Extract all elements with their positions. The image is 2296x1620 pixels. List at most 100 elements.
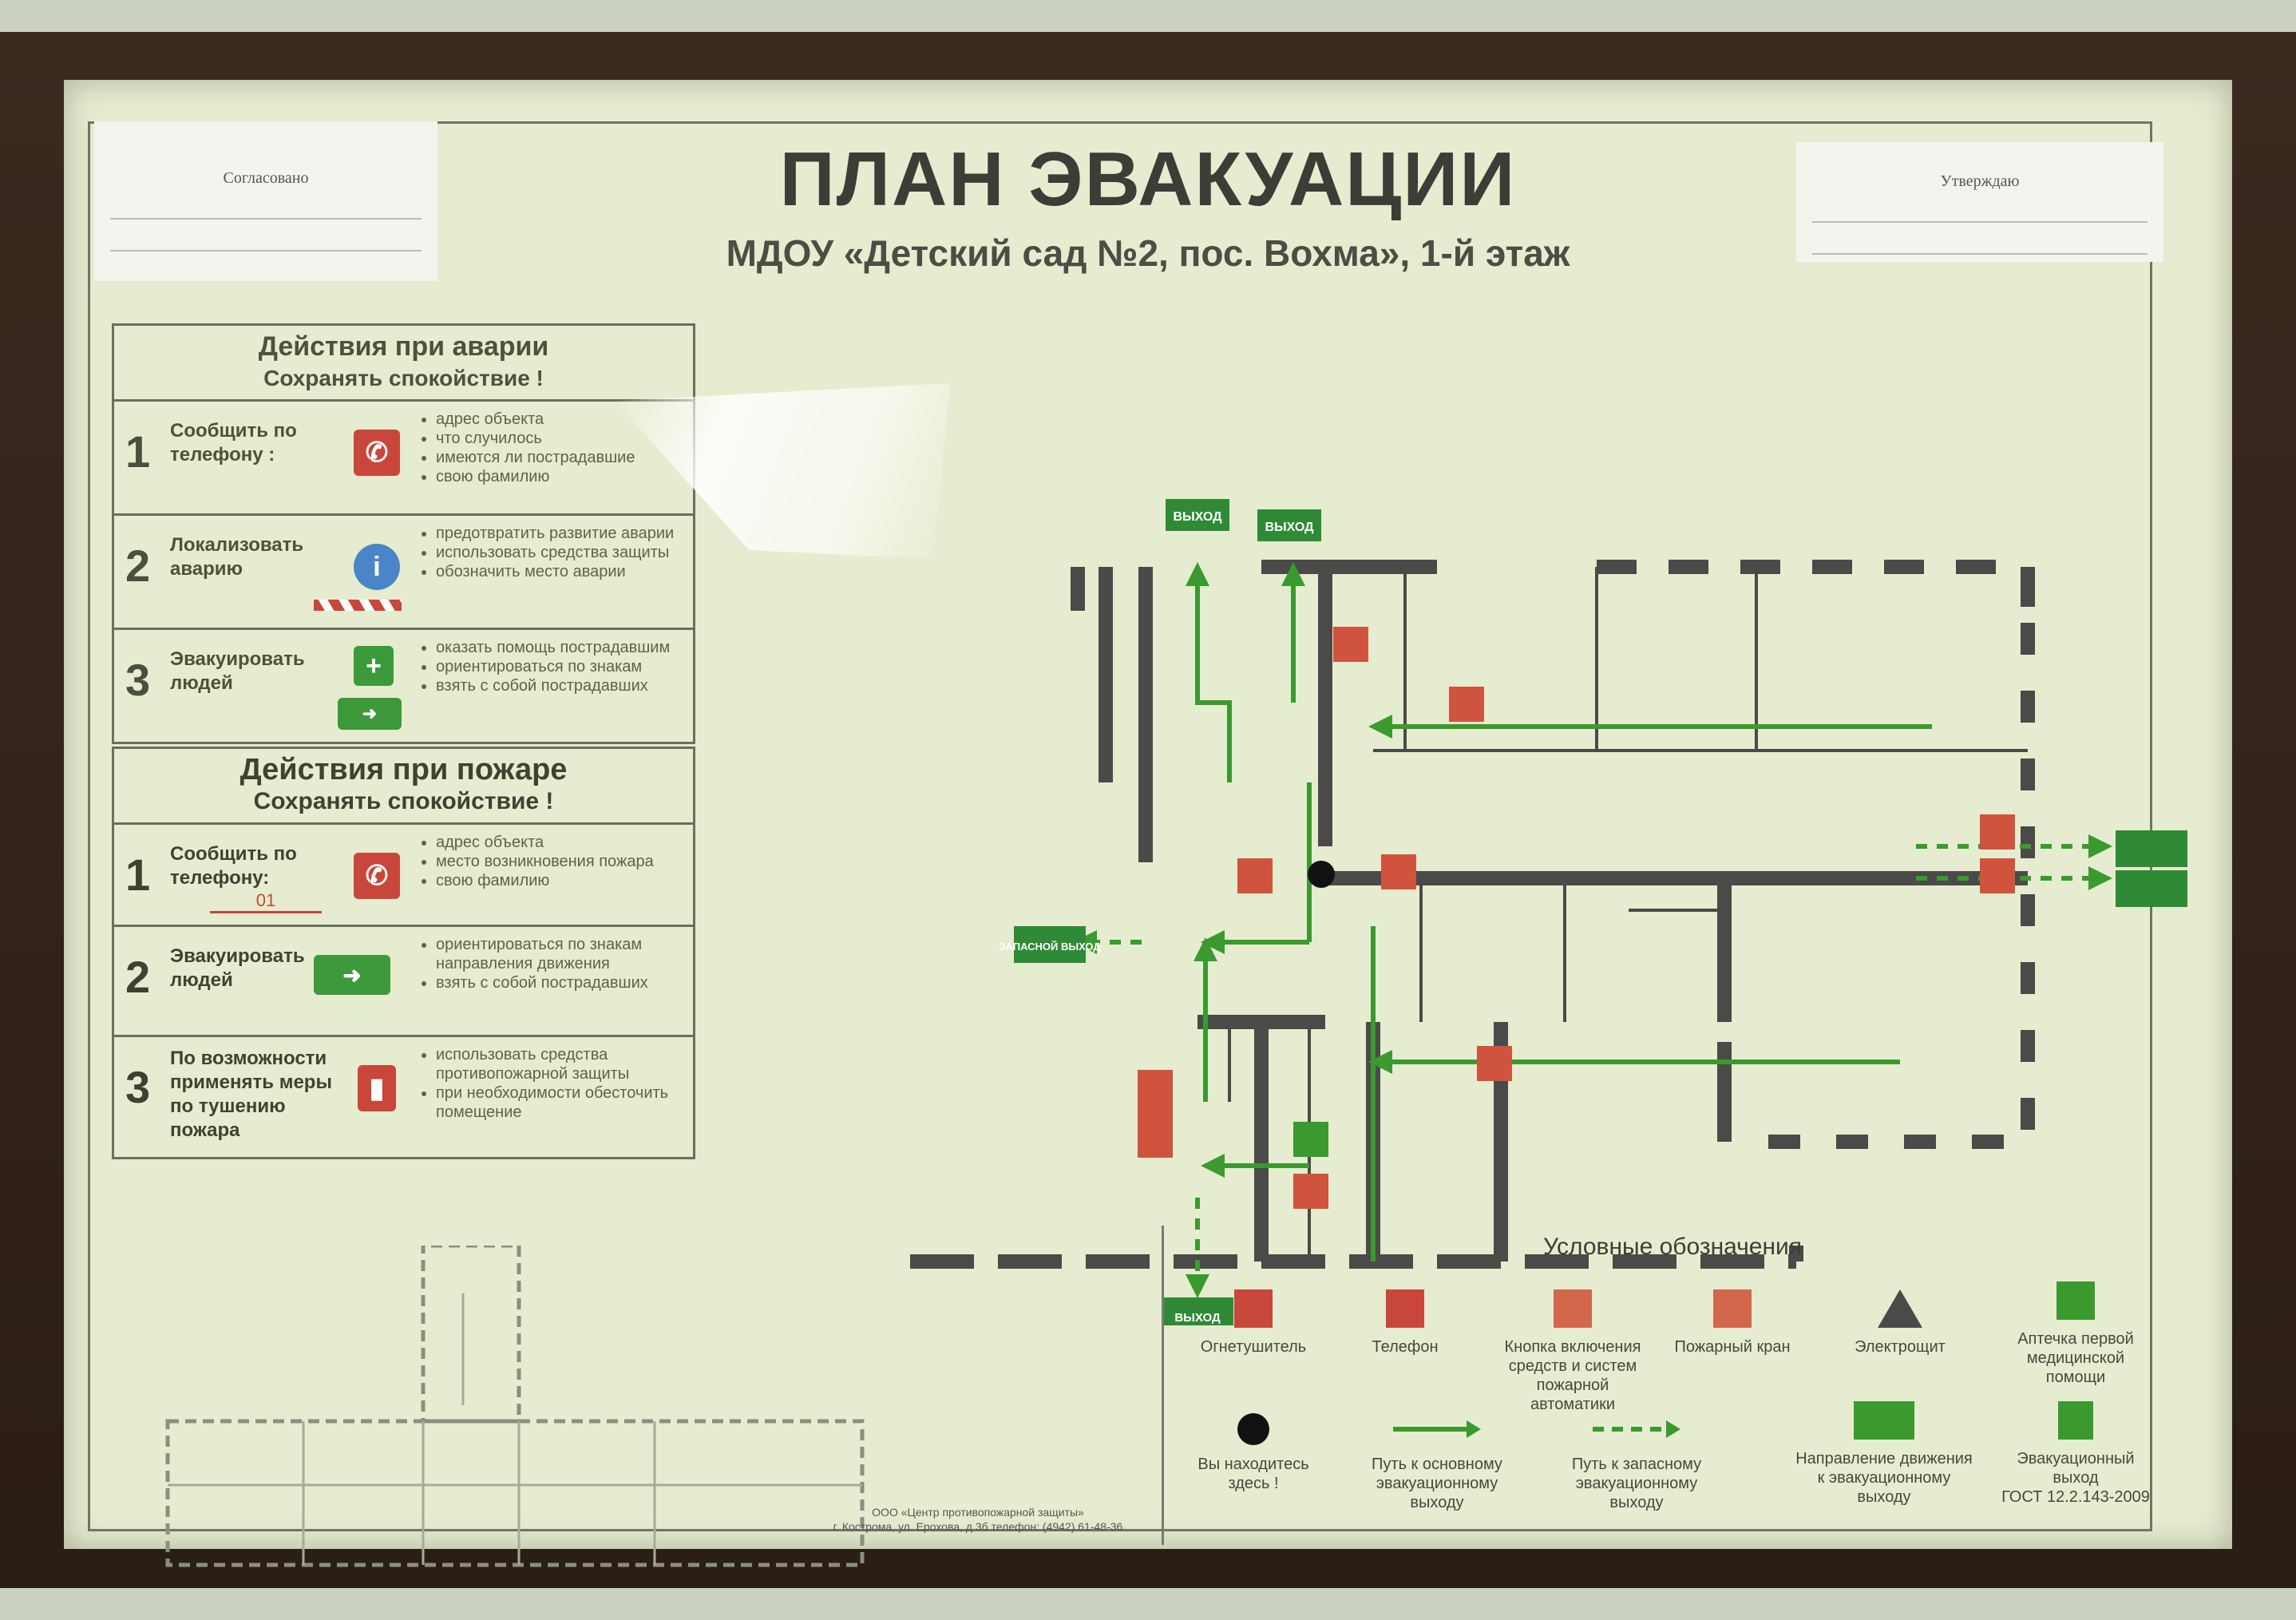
step-item: оказать помощь пострадавшим <box>436 638 699 657</box>
legend-label: Электрощит <box>1855 1338 1946 1356</box>
accident-step: 1 Сообщить по телефону : ✆ адрес объекта… <box>114 399 693 513</box>
electric-panel-icon <box>1878 1289 1922 1328</box>
legend-label: Аптечка первой медицинской помощи <box>2017 1330 2134 1386</box>
exit-sign-icon: ➜ <box>338 698 402 730</box>
step-items: предотвратить развитие аварии использова… <box>422 524 699 581</box>
signature-line <box>1812 205 2148 223</box>
step-label: Сообщить по телефону : <box>170 420 297 465</box>
exit-sign <box>1257 509 1321 541</box>
fire-alarm-button-icon <box>1980 814 2015 850</box>
emergency-number: 01 <box>210 890 322 913</box>
fire-hydrant-icon <box>1713 1289 1752 1328</box>
fire-step: 2 Эвакуировать людей ➜ ориентироваться п… <box>114 925 693 1035</box>
exit-sign <box>2116 830 2187 867</box>
step-item: предотвратить развитие аварии <box>436 524 699 543</box>
accident-subtitle: Сохранять спокойствие ! <box>263 366 544 390</box>
fire-title: Действия при пожаре <box>239 753 568 786</box>
step-item: что случилось <box>436 429 699 448</box>
legend-item: Путь к запасному эвакуационному выходу <box>1561 1413 1712 1512</box>
accident-actions-panel: Действия при аварии Сохранять спокойстви… <box>112 323 695 744</box>
legend-item: Направление движения к эвакуационному вы… <box>1792 1401 1976 1507</box>
step-number: 2 <box>125 952 151 1002</box>
step-number: 3 <box>125 1062 151 1112</box>
floor-plan: ВЫХОД ВЫХОД ЗАПАСНОЙ ВЫХОД ВЫХОД <box>910 499 2187 1325</box>
legend-title: Условные обозначения <box>1542 1234 1803 1260</box>
legend-item: Электрощит <box>1824 1289 1976 1357</box>
fire-hydrant-icon <box>1980 858 2015 893</box>
step-label: По возможности применять меры по тушению… <box>170 1048 332 1141</box>
main-evacuation-route <box>1186 562 1932 1262</box>
step-item: свою фамилию <box>436 467 699 486</box>
step-item: адрес объекта <box>436 833 699 852</box>
info-icon: i <box>354 544 400 590</box>
extinguisher-icon <box>1477 1046 1512 1081</box>
legend-label: Вы находитесь здесь ! <box>1197 1456 1309 1492</box>
step-number: 1 <box>125 426 151 477</box>
legend-label: Пожарный кран <box>1674 1338 1791 1356</box>
exit-sign-icon: ➜ <box>314 955 390 995</box>
legend-item: Путь к основному эвакуационному выходу <box>1361 1413 1513 1512</box>
building-walls <box>910 560 2035 1269</box>
exit-label: ВЫХОД <box>1265 521 1314 534</box>
step-label: Локализовать аварию <box>170 534 304 580</box>
signature-line <box>110 234 422 252</box>
evacuation-exit-icon <box>2058 1401 2093 1440</box>
phone-icon <box>1386 1289 1424 1328</box>
spare-route-icon <box>1593 1413 1680 1445</box>
step-items: адрес объекта что случилось имеются ли п… <box>422 410 699 486</box>
you-are-here-icon <box>1308 861 1335 888</box>
step-number: 3 <box>125 655 151 705</box>
step-items: ориентироваться по знакам направления дв… <box>422 935 699 992</box>
step-items: адрес объекта место возникновения пожара… <box>422 833 699 890</box>
first-aid-icon <box>2057 1281 2095 1320</box>
legend-item: Пожарный кран <box>1657 1289 1808 1357</box>
legend-divider <box>1162 1226 1164 1545</box>
board-border <box>88 121 2152 1531</box>
legend-item: Вы находитесь здесь ! <box>1178 1413 1329 1493</box>
extinguisher-icon <box>1449 687 1484 722</box>
exit-label: ВЫХОД <box>1173 510 1222 524</box>
step-label: Сообщить по телефону: <box>170 843 297 889</box>
interior-lines <box>1228 567 2028 1262</box>
legend-item: Кнопка включения средств и систем пожарн… <box>1497 1289 1649 1414</box>
exit-sign <box>1014 926 1086 963</box>
step-item: место возникновения пожара <box>436 852 699 871</box>
gost-standard: ГОСТ 12.2.143-2009 <box>2001 1488 2150 1506</box>
step-item: использовать средства противопожарной за… <box>436 1045 699 1083</box>
first-aid-icon: + <box>354 646 394 686</box>
exit-sign <box>1166 499 1229 531</box>
legend-label: Телефон <box>1372 1338 1439 1356</box>
step-item: свою фамилию <box>436 871 699 890</box>
phone-icon <box>1293 1174 1328 1209</box>
fire-hydrant-icon <box>1381 854 1416 889</box>
company-address: г. Кострома, ул. Ерохова, д.3б телефон: … <box>833 1520 1123 1533</box>
exit-sign <box>1162 1297 1233 1325</box>
fire-step: 1 Сообщить по телефону: 01 ✆ адрес объек… <box>114 822 693 925</box>
accident-step: 3 Эвакуировать людей + ➜ оказать помощь … <box>114 628 693 742</box>
step-item: взять с собой пострадавших <box>436 676 699 695</box>
exit-label: ЗАПАСНОЙ ВЫХОД <box>999 941 1101 953</box>
fire-step: 3 По возможности применять меры по тушен… <box>114 1035 693 1157</box>
step-label: Эвакуировать людей <box>170 648 305 694</box>
accident-step: 2 Локализовать аварию i предотвратить ра… <box>114 513 693 628</box>
fire-hydrant-icon <box>1138 1070 1173 1158</box>
legend-label: Огнетушитель <box>1200 1338 1307 1356</box>
signature-line <box>110 202 422 220</box>
extinguisher-icon: ▮ <box>358 1065 396 1111</box>
evacuation-plan-board: Согласовано Утверждаю ПЛАН ЭВАКУАЦИИ МДО… <box>64 80 2232 1567</box>
legend-label: Путь к запасному эвакуационному выходу <box>1571 1456 1702 1511</box>
main-route-icon <box>1393 1413 1481 1445</box>
legend-label: Эвакуационный выход <box>2017 1450 2135 1487</box>
page-title: ПЛАН ЭВАКУАЦИИ <box>779 137 1517 222</box>
step-item: имеются ли пострадавшие <box>436 448 699 467</box>
step-item: использовать средства защиты <box>436 543 699 562</box>
company-name: ООО «Центр противопожарной защиты» <box>872 1506 1084 1519</box>
hazard-stripe-icon <box>314 600 402 611</box>
first-aid-icon <box>1293 1122 1328 1157</box>
step-item: взять с собой пострадавших <box>436 973 699 992</box>
step-item: при необходимости обесточить помещение <box>436 1083 699 1122</box>
step-number: 2 <box>125 541 151 591</box>
step-item: обозначить место аварии <box>436 562 699 581</box>
page-subtitle: МДОУ «Детский сад №2, пос. Вохма», 1-й э… <box>726 232 1570 274</box>
extinguisher-icon <box>1333 627 1368 662</box>
